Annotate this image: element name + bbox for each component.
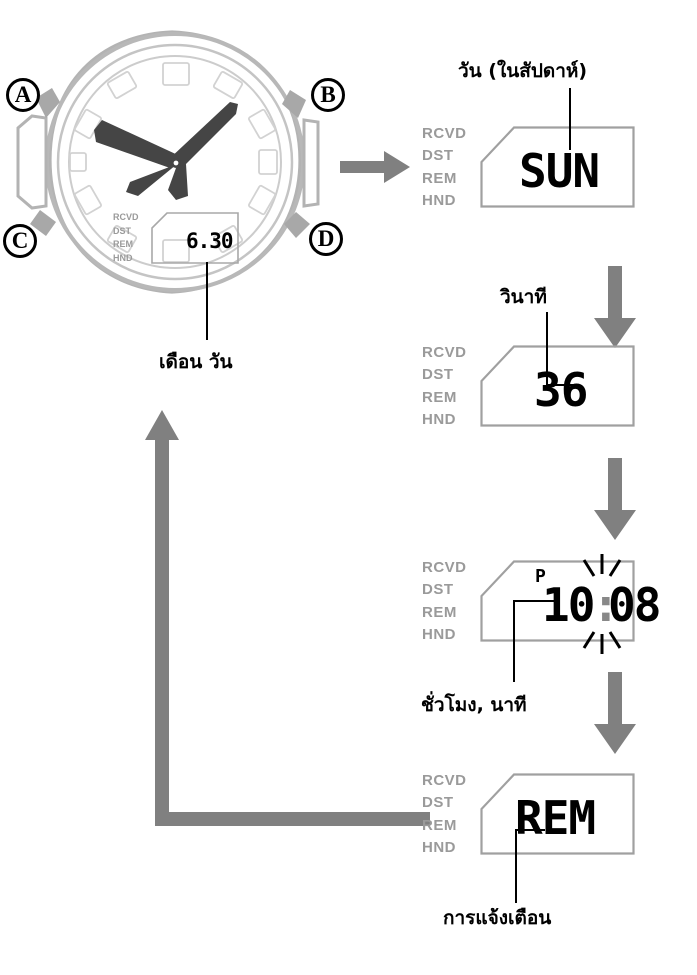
indicator-dst: DST (422, 147, 454, 165)
watch-lcd-value: 6.30 (186, 229, 234, 253)
watch-button-c-label: C (11, 228, 29, 253)
lcd-panel-reminder: RCVD DST REM HND REM (422, 773, 635, 855)
watch-lcd-indicators: RCVD DST REM HND (113, 213, 155, 263)
caption-reminder: การแจ้งเตือน (443, 907, 552, 929)
indicator-hnd: HND (113, 252, 133, 263)
panel4-frame (480, 773, 635, 855)
panel3-lcd-hours: 10 (542, 578, 595, 632)
leader-line-reminder-v (515, 829, 517, 903)
indicator-rcvd: RCVD (422, 772, 467, 789)
lcd-panel-hour-minute: RCVD DST REM HND P 10 : 08 (422, 554, 661, 654)
leader-line-hour-minute-h (513, 600, 555, 602)
leader-line-reminder-h (515, 829, 545, 831)
panel1-indicators: RCVD DST REM HND (422, 126, 484, 208)
leader-line-day-of-week (569, 88, 571, 150)
indicator-hnd: HND (422, 838, 456, 856)
flow-arrow-step1-to-step2 (592, 266, 638, 352)
watch-button-b[interactable]: B (311, 78, 345, 112)
indicator-rem: REM (113, 239, 133, 250)
caption-seconds: วินาที (500, 286, 547, 308)
watch-button-a-label: A (14, 82, 32, 107)
panel3-lcd-minutes: 08 (608, 578, 661, 632)
indicator-hnd: HND (422, 410, 456, 428)
indicator-rem: REM (422, 816, 457, 834)
flow-arrow-step3-to-step4 (592, 672, 638, 758)
indicator-rem: REM (422, 388, 457, 406)
panel2-lcd-value: 36 (534, 363, 588, 417)
indicator-rem: REM (422, 603, 457, 621)
watch-button-a[interactable]: A (6, 78, 40, 112)
leader-line-hour-minute-v (513, 600, 515, 682)
indicator-rcvd: RCVD (113, 212, 139, 222)
watch-button-b-label: B (320, 82, 336, 107)
indicator-rcvd: RCVD (422, 559, 467, 576)
indicator-dst: DST (422, 794, 454, 812)
panel4-lcd-value: REM (515, 791, 596, 845)
panel2-indicators: RCVD DST REM HND (422, 345, 484, 427)
watch-button-d[interactable]: D (309, 222, 343, 256)
indicator-hnd: HND (422, 191, 456, 209)
watch-button-d-label: D (317, 226, 335, 251)
panel2-frame (480, 345, 635, 427)
lcd-panel-seconds: RCVD DST REM HND 36 (422, 345, 635, 427)
analog-digital-wristwatch (0, 10, 360, 310)
pm-indicator: P (535, 566, 546, 587)
panel1-lcd-value: SUN (519, 144, 600, 198)
panel3-indicators: RCVD DST REM HND (422, 560, 484, 642)
indicator-dst: DST (422, 581, 454, 599)
leader-line-month-day (206, 262, 208, 340)
watch-lcd: RCVD DST REM HND 6.30 (113, 212, 239, 264)
flow-arrow-return-to-watch (145, 388, 430, 830)
panel1-frame (480, 126, 635, 208)
panel3-lcd-colon: : (592, 578, 620, 632)
indicator-dst: DST (113, 225, 131, 236)
caption-hour-minute: ชั่วโมง, นาที (421, 694, 527, 716)
flow-arrow-watch-to-step1 (340, 148, 414, 186)
indicator-rcvd: RCVD (422, 125, 467, 142)
indicator-rcvd: RCVD (422, 344, 467, 361)
indicator-dst: DST (422, 366, 454, 384)
panel4-indicators: RCVD DST REM HND (422, 773, 484, 855)
flow-arrow-step2-to-step3 (592, 458, 638, 544)
indicator-rem: REM (422, 169, 457, 187)
watch-button-c[interactable]: C (3, 224, 37, 258)
caption-day-of-week: วัน (ในสัปดาห์) (458, 60, 588, 82)
lcd-panel-day-of-week: RCVD DST REM HND SUN (422, 126, 635, 208)
leader-line-seconds-v (546, 312, 548, 384)
leader-line-seconds-h (546, 384, 574, 386)
caption-month-day: เดือน วัน (159, 351, 233, 373)
indicator-hnd: HND (422, 625, 456, 643)
